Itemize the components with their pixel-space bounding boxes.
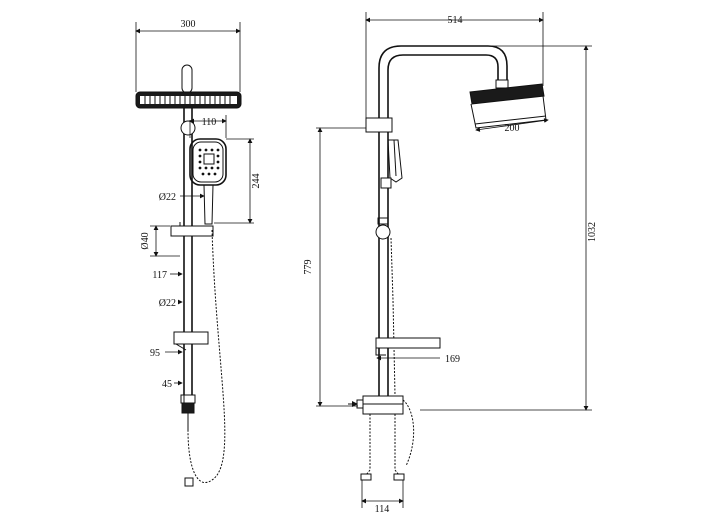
- dim-rail-dia-lower: Ø22: [159, 298, 176, 309]
- dim-mixer-centres: 114: [375, 504, 390, 515]
- handset-front: [189, 138, 227, 225]
- dim-shelf-depth: 169: [445, 354, 460, 365]
- dim-rail-offset: 117: [152, 270, 167, 281]
- dim-handset-dia: Ø22: [159, 192, 176, 203]
- shower-head-side: [469, 79, 547, 129]
- mixer-side: [348, 395, 415, 481]
- dim-overall-reach: 514: [448, 15, 463, 26]
- dim-soap-dish: 95: [150, 348, 160, 359]
- shower-head-front: [135, 64, 242, 109]
- dim-mixer-to-top: 779: [303, 260, 314, 275]
- handset-side: [380, 139, 403, 189]
- dim-elbow: 45: [162, 379, 172, 390]
- dim-total-height: 1032: [587, 222, 598, 242]
- dim-handset-width: 110: [202, 117, 217, 128]
- dim-head-width: 300: [181, 19, 196, 30]
- side-view: 514 1032 200: [303, 12, 598, 515]
- shelf-side: [375, 337, 441, 356]
- dim-rail-dia: Ø40: [140, 232, 151, 249]
- hose-front: [184, 229, 226, 487]
- dim-head-dia: 200: [505, 123, 520, 134]
- dim-handset-height: 244: [251, 174, 262, 189]
- front-view: 300: [135, 19, 262, 487]
